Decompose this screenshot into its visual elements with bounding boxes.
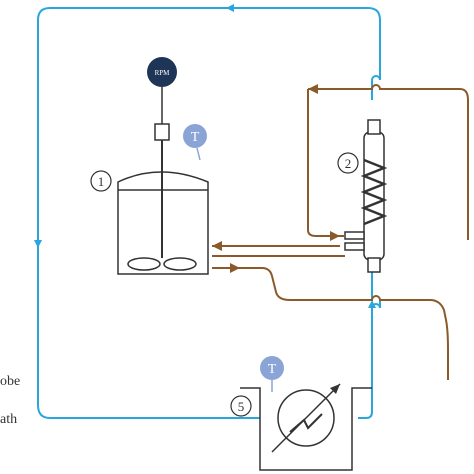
water-loop xyxy=(37,7,381,419)
node-badge-5: 5 xyxy=(230,395,252,417)
impeller-blade-left xyxy=(127,257,161,271)
rpm-motor: RPM xyxy=(147,57,177,87)
motor-coupling xyxy=(154,123,170,141)
hx-top-cap xyxy=(367,119,381,135)
hx-bottom-cap xyxy=(367,257,381,273)
product-loop xyxy=(212,84,469,380)
hx-arrowhead xyxy=(330,384,340,394)
node-badge-2: 2 xyxy=(337,152,359,174)
impeller-blade-right xyxy=(163,257,197,271)
temperature-probe-vessel-label: T xyxy=(191,130,200,145)
water-arrow-top xyxy=(226,4,234,12)
node-badge-1-label: 1 xyxy=(98,174,105,189)
node-badge-2-label: 2 xyxy=(345,156,352,171)
stirred-vessel xyxy=(117,136,209,275)
temperature-probe-bath: T xyxy=(260,356,284,392)
node-badge-1: 1 xyxy=(90,170,112,192)
hx-inlet-stub-b xyxy=(344,242,365,251)
hx-inlet-stub-a xyxy=(344,231,365,240)
water-arrow-up xyxy=(368,300,376,308)
product-arrow-top xyxy=(308,84,318,94)
cut-legend-text-probe: obe xyxy=(0,374,21,389)
temperature-probe-vessel: T xyxy=(183,124,207,161)
cut-legend-text-bath: ath xyxy=(0,412,18,427)
hx-coil xyxy=(360,158,388,226)
bath-heat-exchanger xyxy=(240,383,372,471)
rpm-label: RPM xyxy=(155,69,171,77)
product-arrow-out xyxy=(230,263,240,273)
product-arrows xyxy=(212,84,340,273)
product-arrow-to-hx xyxy=(330,231,340,241)
product-arrow-into-vessel xyxy=(212,241,222,251)
bath-tank xyxy=(240,387,372,471)
coil-heat-exchanger xyxy=(344,119,388,273)
node-badge-5-label: 5 xyxy=(238,399,245,414)
water-arrow-left xyxy=(34,240,42,248)
hx-diagonal xyxy=(271,383,341,453)
temperature-probe-bath-label: T xyxy=(268,362,277,377)
